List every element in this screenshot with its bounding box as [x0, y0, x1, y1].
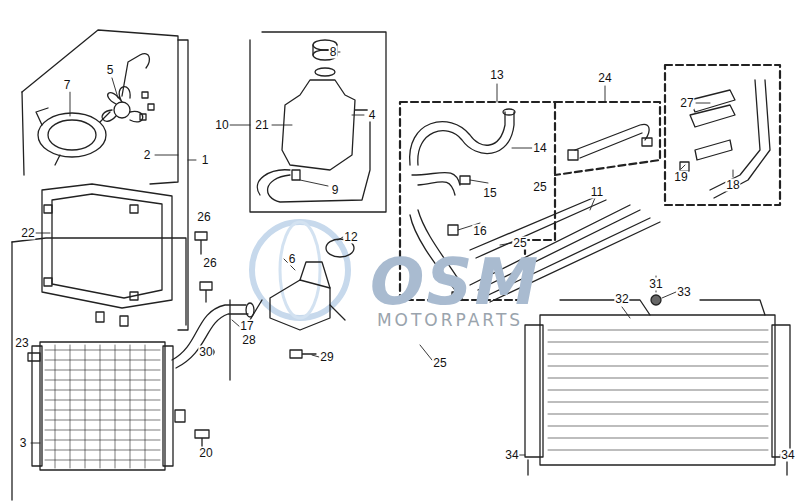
callout-number: 12 [343, 231, 358, 244]
callout-number: 11 [590, 186, 604, 199]
callout-number: 30 [198, 346, 213, 359]
callout-number: 13 [489, 69, 504, 82]
callout-number: 7 [63, 79, 72, 92]
callout-number: 16 [472, 225, 487, 238]
callout-number: 31 [648, 278, 663, 291]
callout-number: 24 [597, 72, 612, 85]
callout-number: 10 [214, 119, 229, 132]
callout-number: 17 [239, 320, 254, 333]
watermark: MOTORPARTS [377, 310, 523, 330]
callout-number: 26 [202, 257, 217, 270]
callout-number: 2 [143, 149, 152, 162]
callout-number: 21 [254, 119, 269, 132]
callout-number: 9 [331, 184, 340, 197]
callout-number: 15 [482, 187, 497, 200]
callout-number: 25 [512, 237, 527, 250]
callout-number: 23 [14, 337, 29, 350]
callout-number: 26 [196, 211, 211, 224]
callout-number: 32 [614, 293, 629, 306]
watermark: OSM [370, 245, 540, 319]
callout-number: 4 [368, 109, 377, 122]
callout-number: 34 [504, 449, 519, 462]
callout-number: 25 [432, 357, 447, 370]
callout-number: 27 [679, 97, 694, 110]
callout-number: 20 [198, 447, 213, 460]
callout-number: 6 [288, 253, 297, 266]
callout-number: 25 [532, 181, 547, 194]
callout-number: 5 [106, 64, 115, 77]
callout-number: 18 [725, 179, 740, 192]
callout-number: 8 [329, 46, 338, 59]
callout-number: 3 [19, 437, 28, 450]
callout-number: 33 [676, 286, 691, 299]
callout-number: 14 [532, 142, 547, 155]
callout-number: 34 [780, 449, 795, 462]
callout-number: 1 [201, 154, 210, 167]
callout-number: 28 [241, 334, 256, 347]
callout-number: 19 [673, 171, 688, 184]
callout-number: 29 [319, 351, 334, 364]
callout-number: 22 [20, 227, 35, 240]
